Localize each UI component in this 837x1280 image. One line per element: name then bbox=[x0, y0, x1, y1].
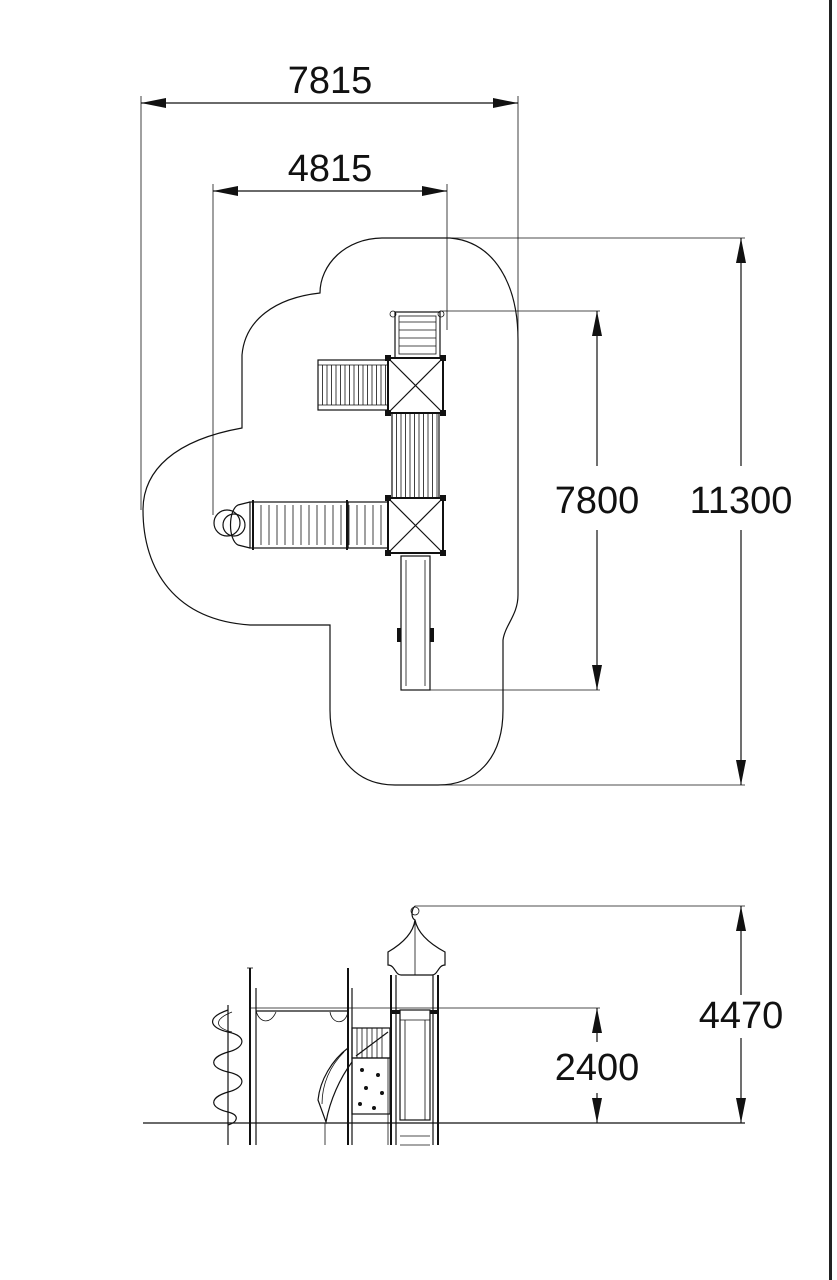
upper-side-bridge bbox=[317, 359, 389, 411]
climbing-wall bbox=[351, 1057, 391, 1115]
stair-railing bbox=[351, 1027, 391, 1145]
dim-label-7815: 7815 bbox=[288, 60, 373, 102]
safety-zone-outline bbox=[142, 237, 519, 786]
tower-roof bbox=[387, 905, 446, 976]
dimension-platform-length: 7800 bbox=[430, 310, 640, 691]
tower bbox=[387, 905, 446, 1146]
elevation-view: 2400 4470 bbox=[143, 905, 784, 1146]
dimension-total-height: 4470 bbox=[415, 905, 784, 1123]
dim-label-7800: 7800 bbox=[555, 480, 640, 522]
middle-post bbox=[329, 968, 353, 1145]
plan-view: 7815 4815 7800 bbox=[140, 60, 793, 786]
dimension-overall-length: 11300 bbox=[383, 237, 793, 786]
dim-label-4815: 4815 bbox=[288, 148, 373, 190]
lower-side-bridge bbox=[229, 500, 389, 550]
left-post bbox=[247, 967, 277, 1145]
dimension-platform-width: 4815 bbox=[212, 148, 448, 515]
spiral-climber bbox=[212, 1005, 243, 1145]
dimension-overall-width: 7815 bbox=[140, 60, 519, 510]
center-walkway bbox=[391, 412, 440, 499]
top-ladder bbox=[389, 310, 445, 359]
upper-tower-platform bbox=[385, 355, 446, 416]
dimension-platform-height: 2400 bbox=[250, 1007, 640, 1123]
side-slide bbox=[317, 1047, 353, 1145]
slide-plan bbox=[397, 555, 434, 691]
page-border bbox=[829, 0, 832, 1280]
dim-label-2400: 2400 bbox=[555, 1047, 640, 1089]
dim-label-4470: 4470 bbox=[699, 995, 784, 1037]
lower-tower-platform bbox=[385, 495, 446, 556]
dim-label-11300: 11300 bbox=[690, 480, 793, 522]
spiral-pole bbox=[213, 509, 246, 537]
